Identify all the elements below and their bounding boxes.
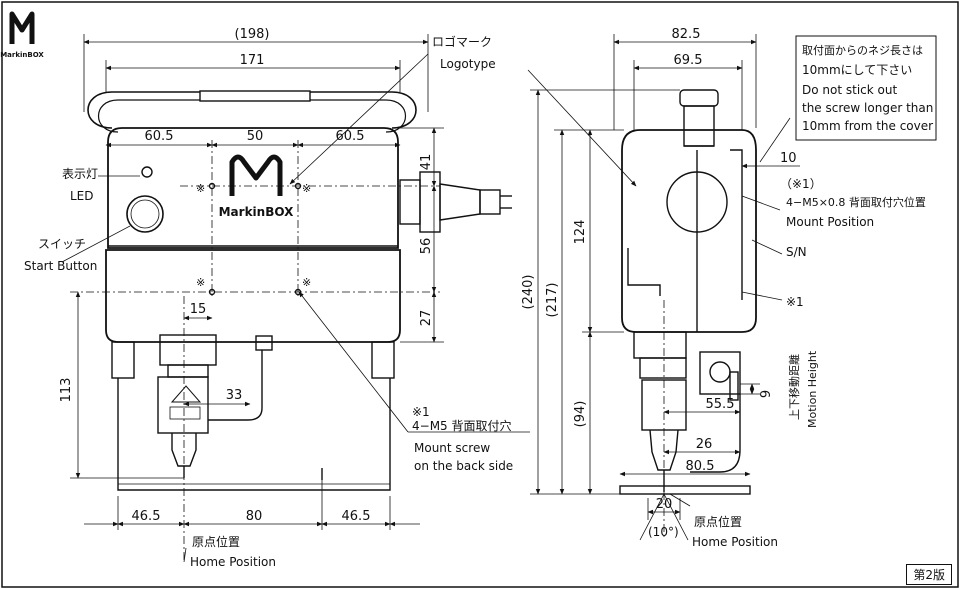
dim-overall-width: (198) (235, 27, 270, 42)
dim-805: 80.5 (686, 459, 715, 474)
hole-mark-2: ※ (302, 182, 311, 195)
mount-note-en-1: Mount screw (414, 441, 490, 455)
home-label-en: Home Position (190, 555, 276, 569)
note-jp-2: 10mmにして下さい (802, 63, 912, 77)
mount-en-label: Mount Position (786, 215, 874, 229)
logo-label-jp: ロゴマーク (432, 34, 492, 49)
led-label-jp: 表示灯 (62, 167, 98, 181)
motion-label-en: Motion Height (806, 350, 819, 428)
motion-label-jp: 上下移動距離 (787, 354, 801, 420)
led-label-en: LED (70, 189, 94, 203)
edition-badge: 第2版 (906, 564, 952, 585)
dim-offset-15: 15 (190, 302, 207, 317)
side-home-label-en: Home Position (692, 535, 778, 549)
dim-20: 20 (656, 497, 673, 512)
mount-note-en-2: on the back side (414, 459, 513, 473)
screw-note-box (795, 35, 937, 141)
switch-label-en: Start Button (24, 259, 97, 273)
dim-h-217: (217) (545, 283, 560, 318)
side-view-text: 取付面からのネジ長さは 10mmにして下さい Do not stick out … (521, 27, 933, 549)
dim-h-240: (240) (521, 275, 536, 310)
note-jp-1: 取付面からのネジ長さは (802, 44, 923, 57)
led-indicator (141, 166, 153, 178)
switch-label-jp: スイッチ (38, 237, 86, 251)
home-label-jp: 原点位置 (192, 534, 240, 549)
dim-width-825: 82.5 (672, 27, 701, 42)
dim-h-94: (94) (573, 401, 588, 428)
screw-len-label: 10 (780, 151, 797, 166)
dim-bottom-middle: 80 (246, 509, 263, 524)
mount-spec-label: 4−M5×0.8 背面取付穴位置 (786, 195, 926, 209)
mount-note-spec: 4−M5 背面取付穴 (412, 418, 512, 433)
dim-26: 26 (696, 437, 713, 452)
dim-bottom-left: 46.5 (132, 509, 161, 524)
brand-logo: MarkinBOX (0, 11, 44, 59)
dim-right-pitch: 60.5 (336, 129, 365, 144)
note-en-3: 10mm from the cover (802, 119, 933, 133)
dim-left-pitch: 60.5 (145, 129, 174, 144)
dim-upper-height: 41 (419, 154, 434, 171)
dim-inner-width: 171 (240, 53, 265, 68)
hole-mark-4: ※ (302, 276, 311, 289)
logo-label-en: Logotype (440, 57, 496, 71)
device-logo-icon (229, 154, 283, 196)
side-home-label-jp: 原点位置 (694, 514, 742, 529)
front-dimension-lines (61, 34, 530, 563)
mount-note-mark: ※1 (412, 405, 430, 419)
front-view-text: (198) 171 60.5 50 60.5 41 56 27 15 33 11… (24, 27, 513, 569)
front-view (87, 90, 512, 491)
dim-bottom-right: 46.5 (342, 509, 371, 524)
dim-mid-height: 56 (419, 238, 434, 255)
dim-middle-pitch: 50 (247, 129, 264, 144)
dim-offset-33: 33 (226, 388, 243, 403)
note-en-2: the screw longer than (802, 101, 933, 115)
dim-angle-10: (10°) (648, 525, 679, 539)
dim-width-695: 69.5 (674, 53, 703, 68)
hole-mark-3: ※ (196, 276, 205, 289)
side-dimension-lines (527, 34, 800, 541)
note-en-1: Do not stick out (802, 83, 897, 97)
side-view (619, 89, 757, 495)
mark1-label: ※1 (786, 295, 804, 309)
sn-label: S/N (786, 245, 807, 259)
dim-height-113: 113 (59, 378, 74, 403)
dim-lower-height: 27 (419, 310, 434, 327)
dim-h-124: 124 (573, 220, 588, 245)
dim-555: 55.5 (706, 397, 735, 412)
hole-mark-1: ※ (196, 182, 205, 195)
start-button[interactable] (126, 195, 164, 233)
device-brand-label: MarkinBOX (219, 205, 295, 219)
dim-motion-9: 9 (759, 390, 774, 398)
note-mark-label: （※1） (780, 177, 822, 191)
brand-logo-text: MarkinBOX (0, 51, 44, 59)
